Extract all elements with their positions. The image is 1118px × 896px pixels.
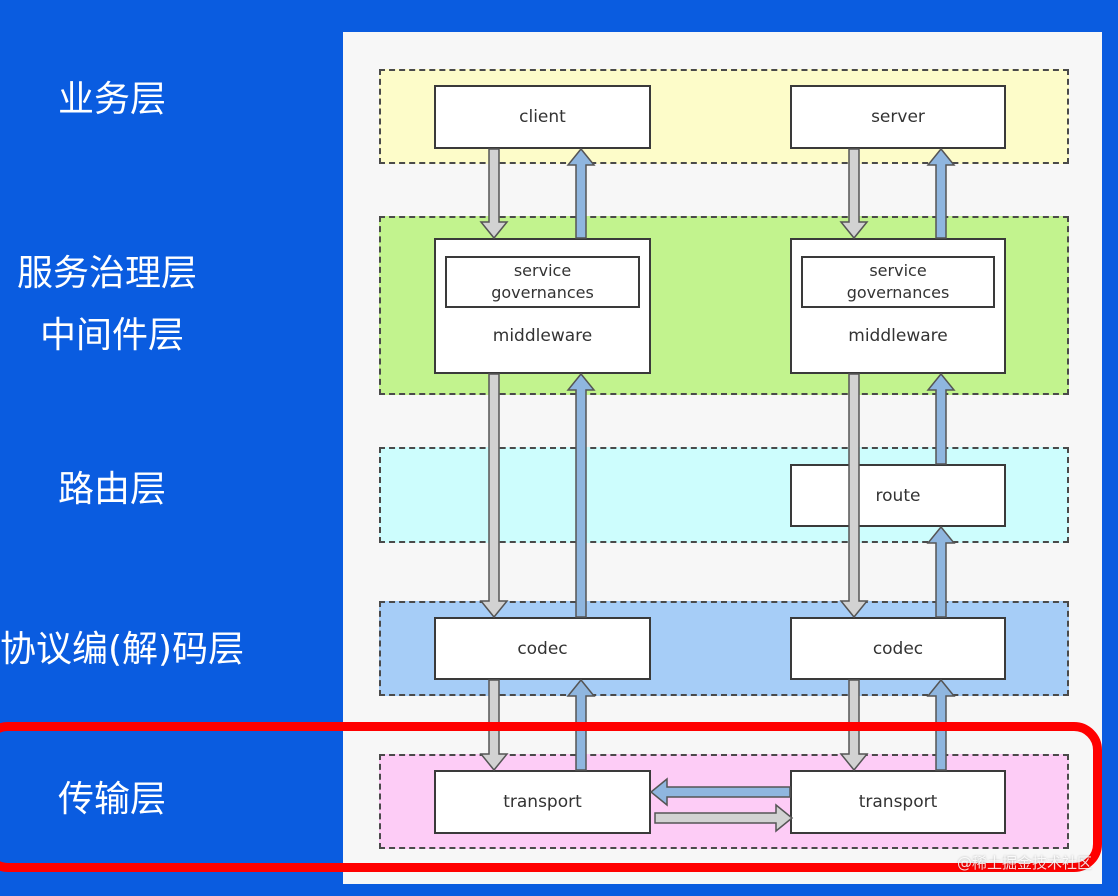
middleware-box-right: service governances middleware <box>790 238 1006 374</box>
transport-box-right: transport <box>790 770 1006 834</box>
codec-box-right: codec <box>790 617 1006 680</box>
middleware-label-right: middleware <box>848 326 948 346</box>
service-governances-box-left: service governances <box>445 256 640 308</box>
layer-label-transport: 传输层 <box>58 779 167 820</box>
layer-label-service-governance: 服务治理层 <box>17 253 198 294</box>
sg-right-line1: service <box>869 261 927 281</box>
route-label: route <box>875 485 921 506</box>
codec-box-left: codec <box>434 617 651 680</box>
codec-label-left: codec <box>517 638 568 659</box>
layer-label-middleware: 中间件层 <box>40 315 185 356</box>
layer-label-business: 业务层 <box>58 79 167 120</box>
client-box: client <box>434 85 651 149</box>
sg-left-line2: governances <box>491 283 594 302</box>
transport-label-right: transport <box>858 792 938 812</box>
sg-right-line2: governances <box>846 283 950 302</box>
middleware-box-left: service governances middleware <box>434 238 651 374</box>
layer-label-codec: 协议编(解)码层 <box>0 629 245 670</box>
transport-highlight <box>0 722 1102 872</box>
transport-box-left: transport <box>434 770 651 834</box>
client-label: client <box>519 107 566 127</box>
sg-left-line1: service <box>513 261 572 281</box>
route-box: route <box>790 464 1006 527</box>
middleware-label-left: middleware <box>492 326 593 346</box>
layer-label-routing: 路由层 <box>58 469 167 510</box>
transport-label-left: transport <box>503 792 582 812</box>
watermark: @稀土掘金技术社区 <box>956 854 1092 872</box>
server-box: server <box>790 85 1006 149</box>
codec-label-right: codec <box>872 638 924 659</box>
service-governances-box-right: service governances <box>801 256 995 308</box>
server-label: server <box>871 107 925 127</box>
